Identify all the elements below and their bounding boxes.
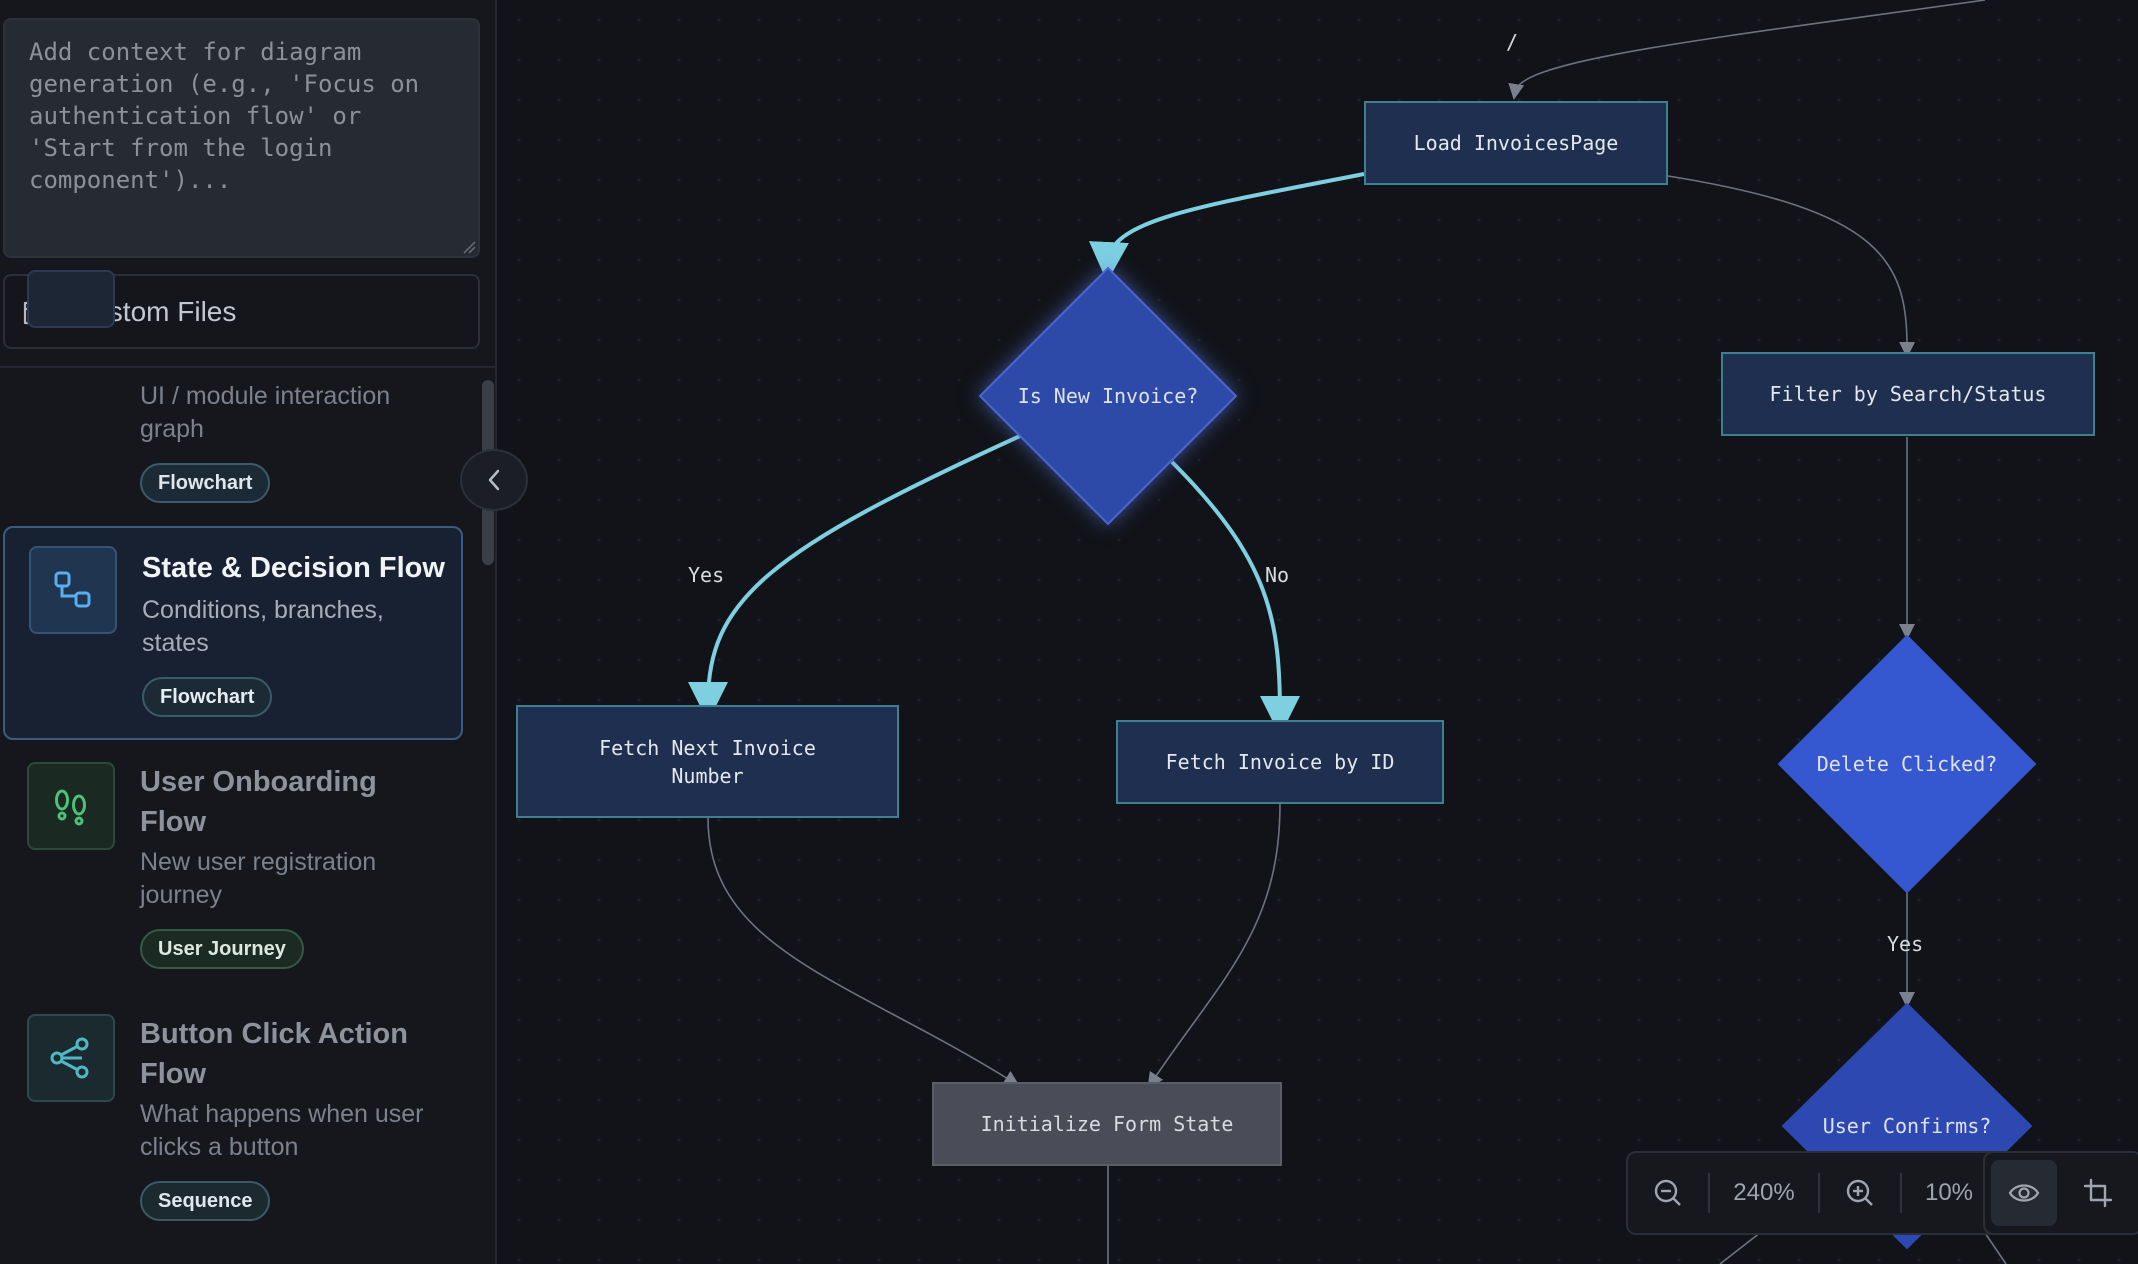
template-item-onboarding[interactable]: User Onboarding Flow New user registrati… — [3, 750, 463, 990]
zoom-in-icon — [1846, 1179, 1873, 1206]
edge-label-no: No — [1265, 563, 1290, 587]
crop-icon — [2083, 1178, 2113, 1208]
workflow-icon — [27, 1014, 115, 1102]
edge-load-to-isnew — [1089, 172, 1365, 282]
edge-fetchnext-to-init — [707, 817, 1020, 1087]
edge-label-slash: / — [1506, 30, 1519, 54]
template-description: UI / module interaction graph — [140, 382, 391, 443]
edge-fetchbyid-to-init — [1147, 803, 1281, 1089]
node-label: User Confirms? — [1822, 1114, 1992, 1138]
node-init-form[interactable]: Initialize Form State — [932, 1082, 1282, 1166]
edge-isnew-yes — [688, 434, 1021, 722]
divider — [0, 366, 495, 368]
collapse-sidebar-button[interactable] — [460, 449, 528, 511]
node-is-new-invoice[interactable]: Is New Invoice? — [980, 268, 1236, 524]
edge-top-incoming — [1508, 0, 1986, 100]
template-item-module-graph[interactable]: UI / module interaction graph Flowchart — [3, 270, 463, 510]
node-filter[interactable]: Filter by Search/Status — [1721, 352, 2095, 436]
separator — [1708, 1173, 1710, 1213]
view-toolbar — [1983, 1151, 2138, 1235]
template-item-state-decision[interactable]: State & Decision Flow Conditions, branch… — [3, 526, 463, 740]
chevron-left-icon — [488, 469, 500, 491]
footsteps-icon — [27, 762, 115, 850]
zoom-step-select[interactable]: 10% — [1902, 1179, 2036, 1207]
edge-isnew-no — [1170, 460, 1300, 736]
preview-button[interactable] — [1991, 1160, 2057, 1226]
sidebar: Custom Files UI / module interaction gra… — [0, 0, 497, 1264]
zoom-out-button[interactable] — [1628, 1151, 1708, 1235]
template-description: Conditions, branches, states — [142, 596, 384, 657]
eye-icon — [2008, 1184, 2040, 1202]
template-description: What happens when user clicks a button — [140, 1100, 424, 1161]
node-delete-clicked[interactable]: Delete Clicked? — [1779, 636, 2035, 892]
edge-label-yes-right: Yes — [1887, 932, 1924, 956]
module-graph-icon — [27, 270, 115, 328]
decision-flow-icon — [29, 546, 117, 634]
node-label: Delete Clicked? — [1816, 752, 1998, 776]
context-input[interactable] — [3, 18, 480, 258]
edge-label-yes-left: Yes — [688, 563, 725, 587]
template-tag: Sequence — [140, 1181, 271, 1221]
separator — [1900, 1173, 1902, 1213]
node-label: Is New Invoice? — [1017, 384, 1199, 408]
template-title: State & Decision Flow — [142, 552, 445, 584]
diamond-is-new-invoice — [978, 266, 1238, 526]
diagram-canvas[interactable]: / Yes No Yes Load InvoicesPage Filter by… — [499, 0, 2138, 1264]
crop-button[interactable] — [2065, 1160, 2131, 1226]
zoom-level: 240% — [1733, 1179, 1795, 1206]
template-title: Button Click Action Flow — [140, 1018, 408, 1090]
template-description: New user registration journey — [140, 848, 377, 909]
zoom-out-icon — [1654, 1179, 1681, 1206]
node-fetch-next[interactable]: Fetch Next Invoice Number — [516, 705, 899, 818]
template-tag: Flowchart — [140, 463, 271, 503]
node-load-invoices[interactable]: Load InvoicesPage — [1364, 101, 1668, 185]
diamond-delete-clicked — [1777, 634, 2037, 894]
template-tag: User Journey — [140, 929, 304, 969]
edge-load-to-filter — [1667, 175, 1916, 358]
template-item-button-click[interactable]: Button Click Action Flow What happens wh… — [3, 1004, 463, 1244]
node-user-confirms[interactable]: User Confirms? — [1783, 1004, 2031, 1248]
template-tag: Flowchart — [142, 677, 273, 717]
resize-grip-icon[interactable] — [462, 240, 476, 254]
separator — [1818, 1173, 1820, 1213]
zoom-in-button[interactable] — [1820, 1151, 1900, 1235]
template-title: User Onboarding Flow — [140, 766, 377, 838]
node-fetch-by-id[interactable]: Fetch Invoice by ID — [1116, 720, 1444, 804]
zoom-step-value: 10% — [1924, 1179, 1974, 1206]
